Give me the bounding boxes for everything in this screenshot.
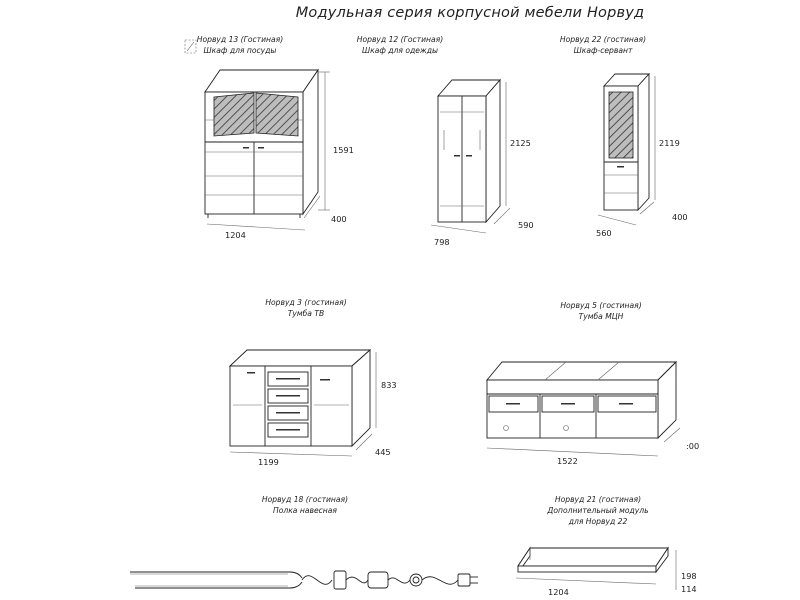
glass-door-legend-icon — [184, 39, 197, 54]
dimension-width: 1204 — [225, 230, 246, 240]
dimension-width: 1204 — [548, 587, 569, 597]
dimension-height: 2125 — [510, 138, 531, 148]
dimension-depth: 114 — [681, 584, 697, 594]
page-title: Модульная серия корпусной мебели Норвуд — [296, 5, 645, 21]
module-norvud-5: Норвуд 5 (гостиная) Тумба МЦН :00 1522 — [486, 301, 699, 466]
module-title: Норвуд 5 (гостиная) — [560, 301, 641, 310]
transformer-icon — [367, 571, 411, 589]
dimension-depth: 400 — [331, 214, 347, 224]
module-subtitle: Полка навесная — [273, 506, 337, 515]
extra-shelf-drawing — [517, 546, 669, 574]
china-cabinet-drawing — [204, 68, 319, 218]
module-norvud-22: Норвуд 22 (гостиная) Шкаф-сервант 2119 4… — [560, 35, 688, 238]
module-subtitle: Шкаф для одежды — [362, 46, 438, 55]
dimension-height: 833 — [381, 380, 397, 390]
module-title: Норвуд 18 (гостиная) — [262, 495, 348, 504]
dimension-height: 2119 — [659, 138, 680, 148]
module-subtitle: Шкаф-сервант — [574, 46, 633, 55]
dimension-height: 1591 — [333, 145, 354, 155]
module-subtitle: Тумба МЦН — [579, 312, 624, 321]
module-title: Норвуд 12 (Гостиная) — [357, 35, 443, 44]
dimension-width: 560 — [596, 228, 612, 238]
module-norvud-18: Норвуд 18 (гостиная) Полка навесная — [130, 495, 478, 590]
plug-icon — [457, 573, 478, 587]
module-subtitle-extra: для Норвуд 22 — [568, 517, 628, 526]
module-title: Норвуд 21 (гостиная) — [555, 495, 641, 504]
module-title: Норвуд 22 (гостиная) — [560, 35, 646, 44]
tv-stand-drawing — [228, 348, 372, 448]
wall-shelf-drawing — [130, 571, 303, 589]
media-cabinet-drawing — [486, 360, 678, 440]
dimension-height: 198 — [681, 571, 697, 581]
module-norvud-3: Норвуд 3 (гостиная) Тумба ТВ 833 445 11 — [228, 298, 397, 467]
display-cabinet-drawing — [602, 72, 651, 212]
dimension-depth: 400 — [672, 212, 688, 222]
module-title: Норвуд 13 (Гостиная) — [197, 35, 283, 44]
dimension-depth: 590 — [518, 220, 534, 230]
dimension-depth: 445 — [375, 447, 391, 457]
module-subtitle: Шкаф для посуды — [204, 46, 277, 55]
module-norvud-21: Норвуд 21 (гостиная) Дополнительный моду… — [515, 495, 697, 597]
module-title: Норвуд 3 (гостиная) — [265, 298, 346, 307]
power-cord-icon — [301, 570, 369, 590]
module-subtitle: Дополнительный модуль — [546, 506, 648, 515]
module-norvud-13: Норвуд 13 (Гостиная) Шкаф для посуды — [184, 35, 354, 240]
switch-icon — [409, 573, 459, 587]
module-norvud-12: Норвуд 12 (Гостиная) Шкаф для одежды 212… — [357, 35, 534, 247]
dimension-width: 1199 — [258, 457, 279, 467]
dimension-width: 798 — [434, 237, 450, 247]
dimension-width: 1522 — [557, 456, 578, 466]
module-subtitle: Тумба ТВ — [288, 309, 324, 318]
dimension-depth: :00 — [686, 441, 699, 451]
wardrobe-drawing — [437, 78, 501, 224]
